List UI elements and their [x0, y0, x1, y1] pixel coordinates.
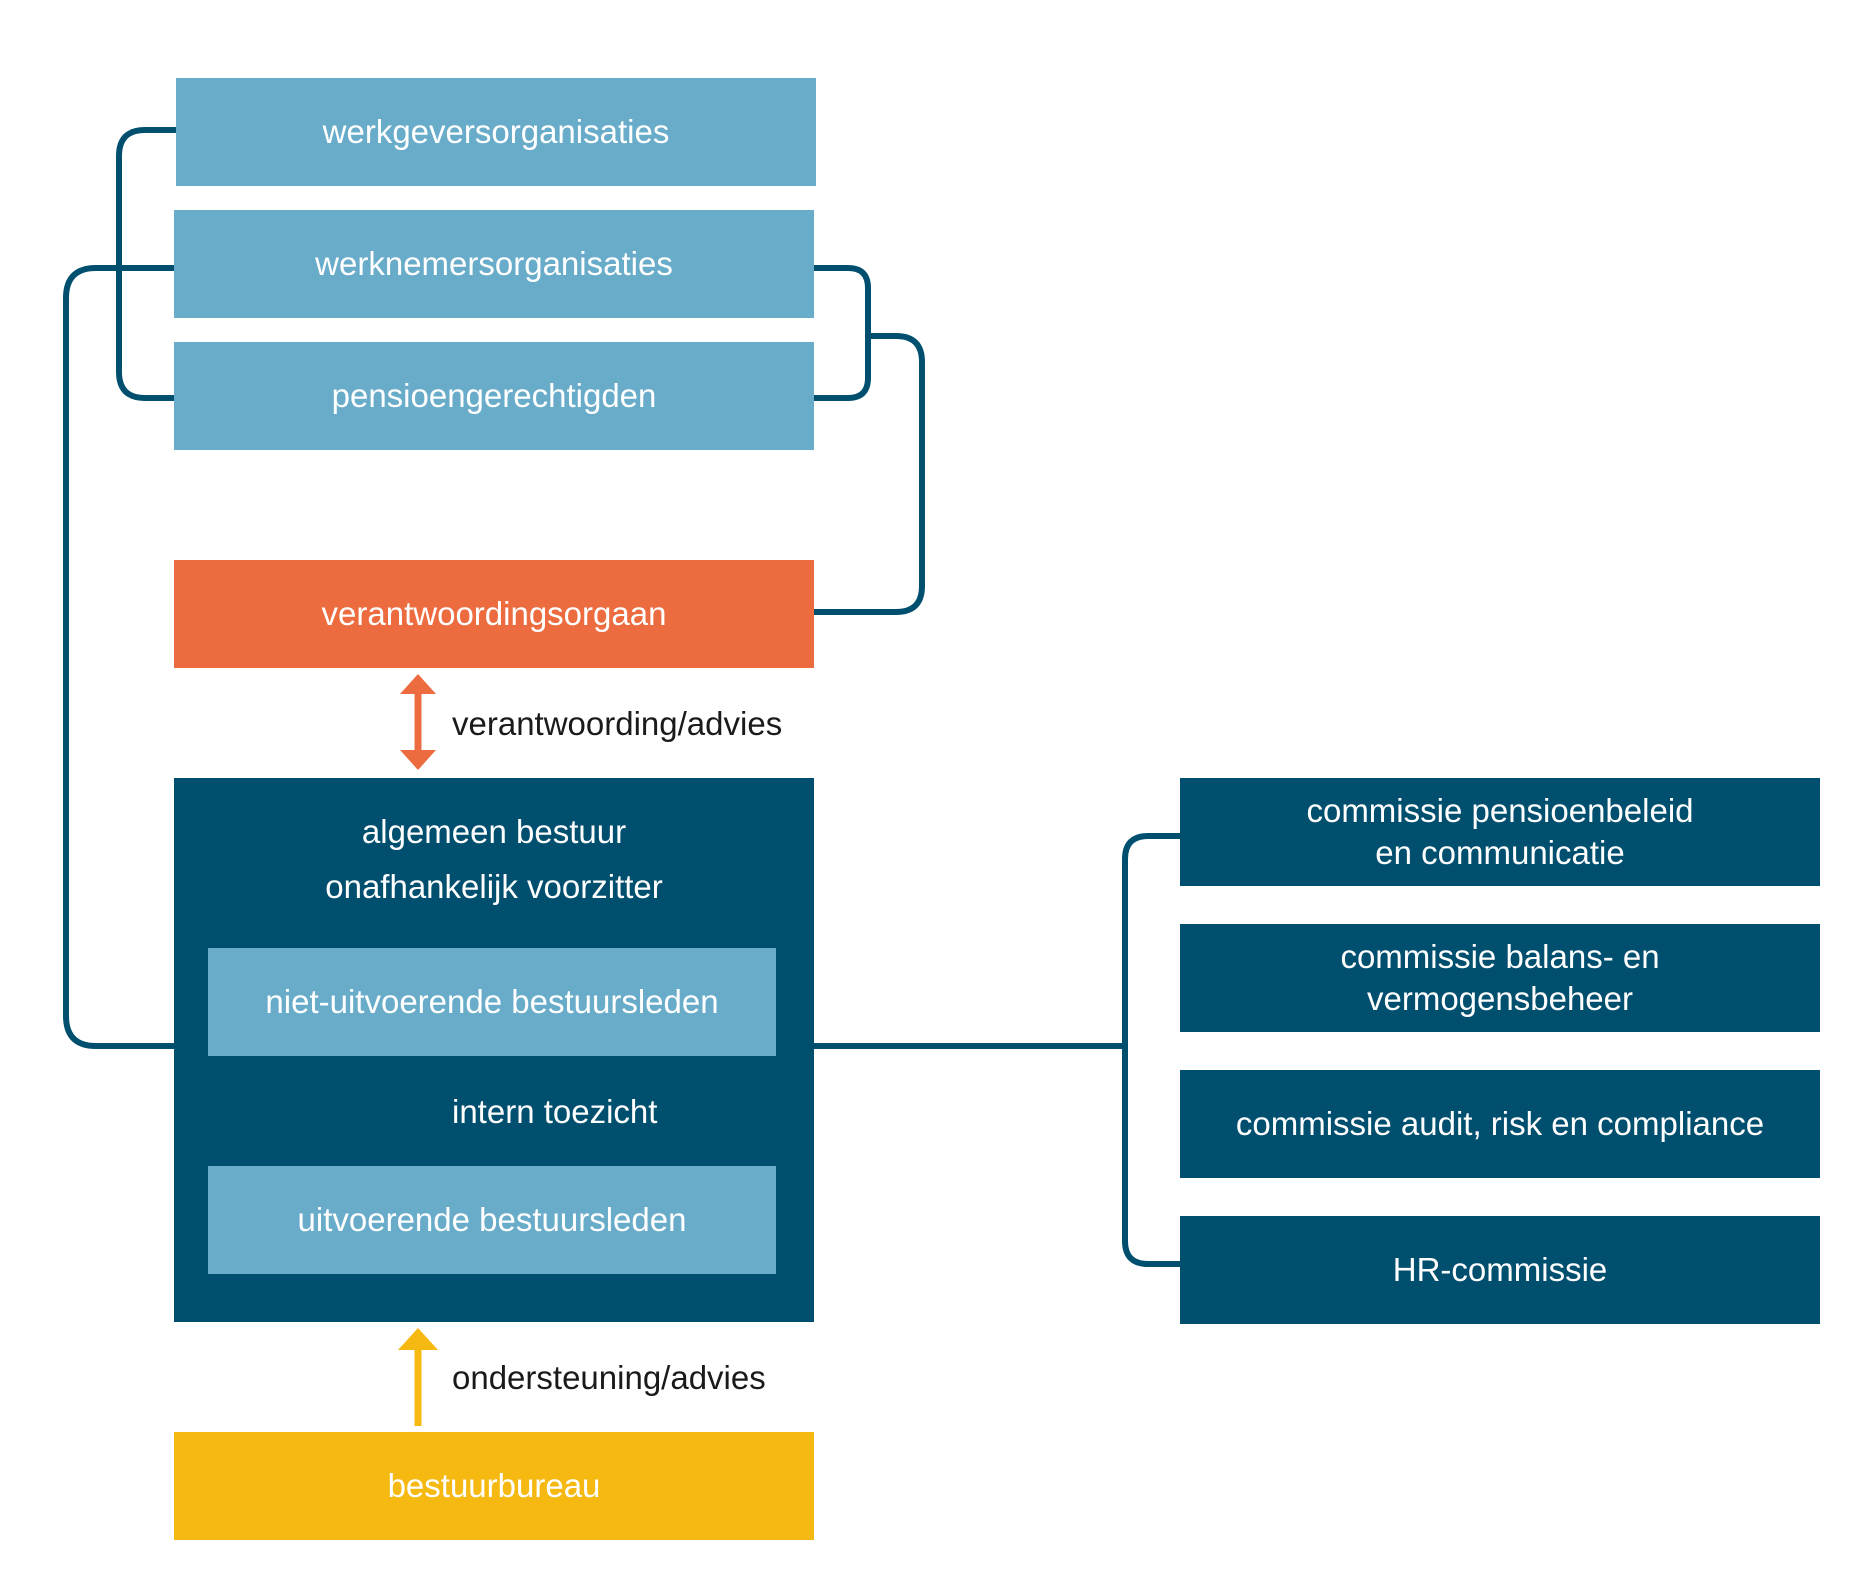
non-executive-directors-box: niet-uitvoerende bestuursleden: [208, 948, 776, 1056]
board-office-label: bestuurbureau: [387, 1467, 601, 1504]
supervision-arrow-label: intern toezicht: [452, 1093, 658, 1130]
committee-label-line1: commissie balans- en: [1340, 938, 1660, 975]
accountability-arrow: [400, 674, 436, 770]
accountability-arrow-label: verantwoording/advies: [452, 705, 783, 742]
committee-label-line1: commissie pensioenbeleid: [1306, 792, 1694, 829]
board-office-box: bestuurbureau: [174, 1432, 814, 1540]
connector-employees-pensioners: [814, 265, 871, 401]
non-executive-directors-label: niet-uitvoerende bestuursleden: [265, 983, 719, 1020]
connector-employers-pensioners: [116, 127, 176, 401]
connector-stakeholders-accountability: [814, 333, 925, 615]
general-board-title-line2: onafhankelijk voorzitter: [325, 868, 663, 905]
committee-label-line1: commissie audit, risk en compliance: [1235, 1105, 1765, 1142]
committee-balance-asset-box: commissie balans- en vermogensbeheer: [1180, 924, 1820, 1032]
employees-box: werknemersorganisaties: [174, 210, 814, 318]
employees-label: werknemersorganisaties: [315, 245, 673, 282]
accountability-body-box: verantwoordingsorgaan: [174, 560, 814, 668]
committee-audit-risk-box: commissie audit, risk en compliance: [1180, 1070, 1820, 1178]
committee-hr-box: HR-commissie: [1180, 1216, 1820, 1324]
committee-label-line2: vermogensbeheer: [1367, 980, 1633, 1017]
support-arrow: [398, 1328, 438, 1426]
employers-label: werkgeversorganisaties: [322, 113, 670, 150]
employers-box: werkgeversorganisaties: [176, 78, 816, 186]
general-board-title-line1: algemeen bestuur: [361, 813, 627, 850]
pensioners-box: pensioengerechtigden: [174, 342, 814, 450]
connector-employees-board: [63, 265, 176, 1049]
general-board-title: algemeen bestuur onafhankelijk voorzitte…: [174, 804, 814, 914]
accountability-body-label: verantwoordingsorgaan: [321, 595, 667, 632]
support-arrow-label: ondersteuning/advies: [452, 1359, 766, 1396]
pensioners-label: pensioengerechtigden: [331, 377, 657, 414]
committee-label-line1: HR-commissie: [1392, 1251, 1608, 1288]
executive-directors-label: uitvoerende bestuursleden: [297, 1201, 687, 1238]
committee-pension-communication-box: commissie pensioenbeleid en communicatie: [1180, 778, 1820, 886]
committee-label-line2: en communicatie: [1375, 834, 1625, 871]
connector-committees-bracket: [1122, 833, 1180, 1267]
executive-directors-box: uitvoerende bestuursleden: [208, 1166, 776, 1274]
